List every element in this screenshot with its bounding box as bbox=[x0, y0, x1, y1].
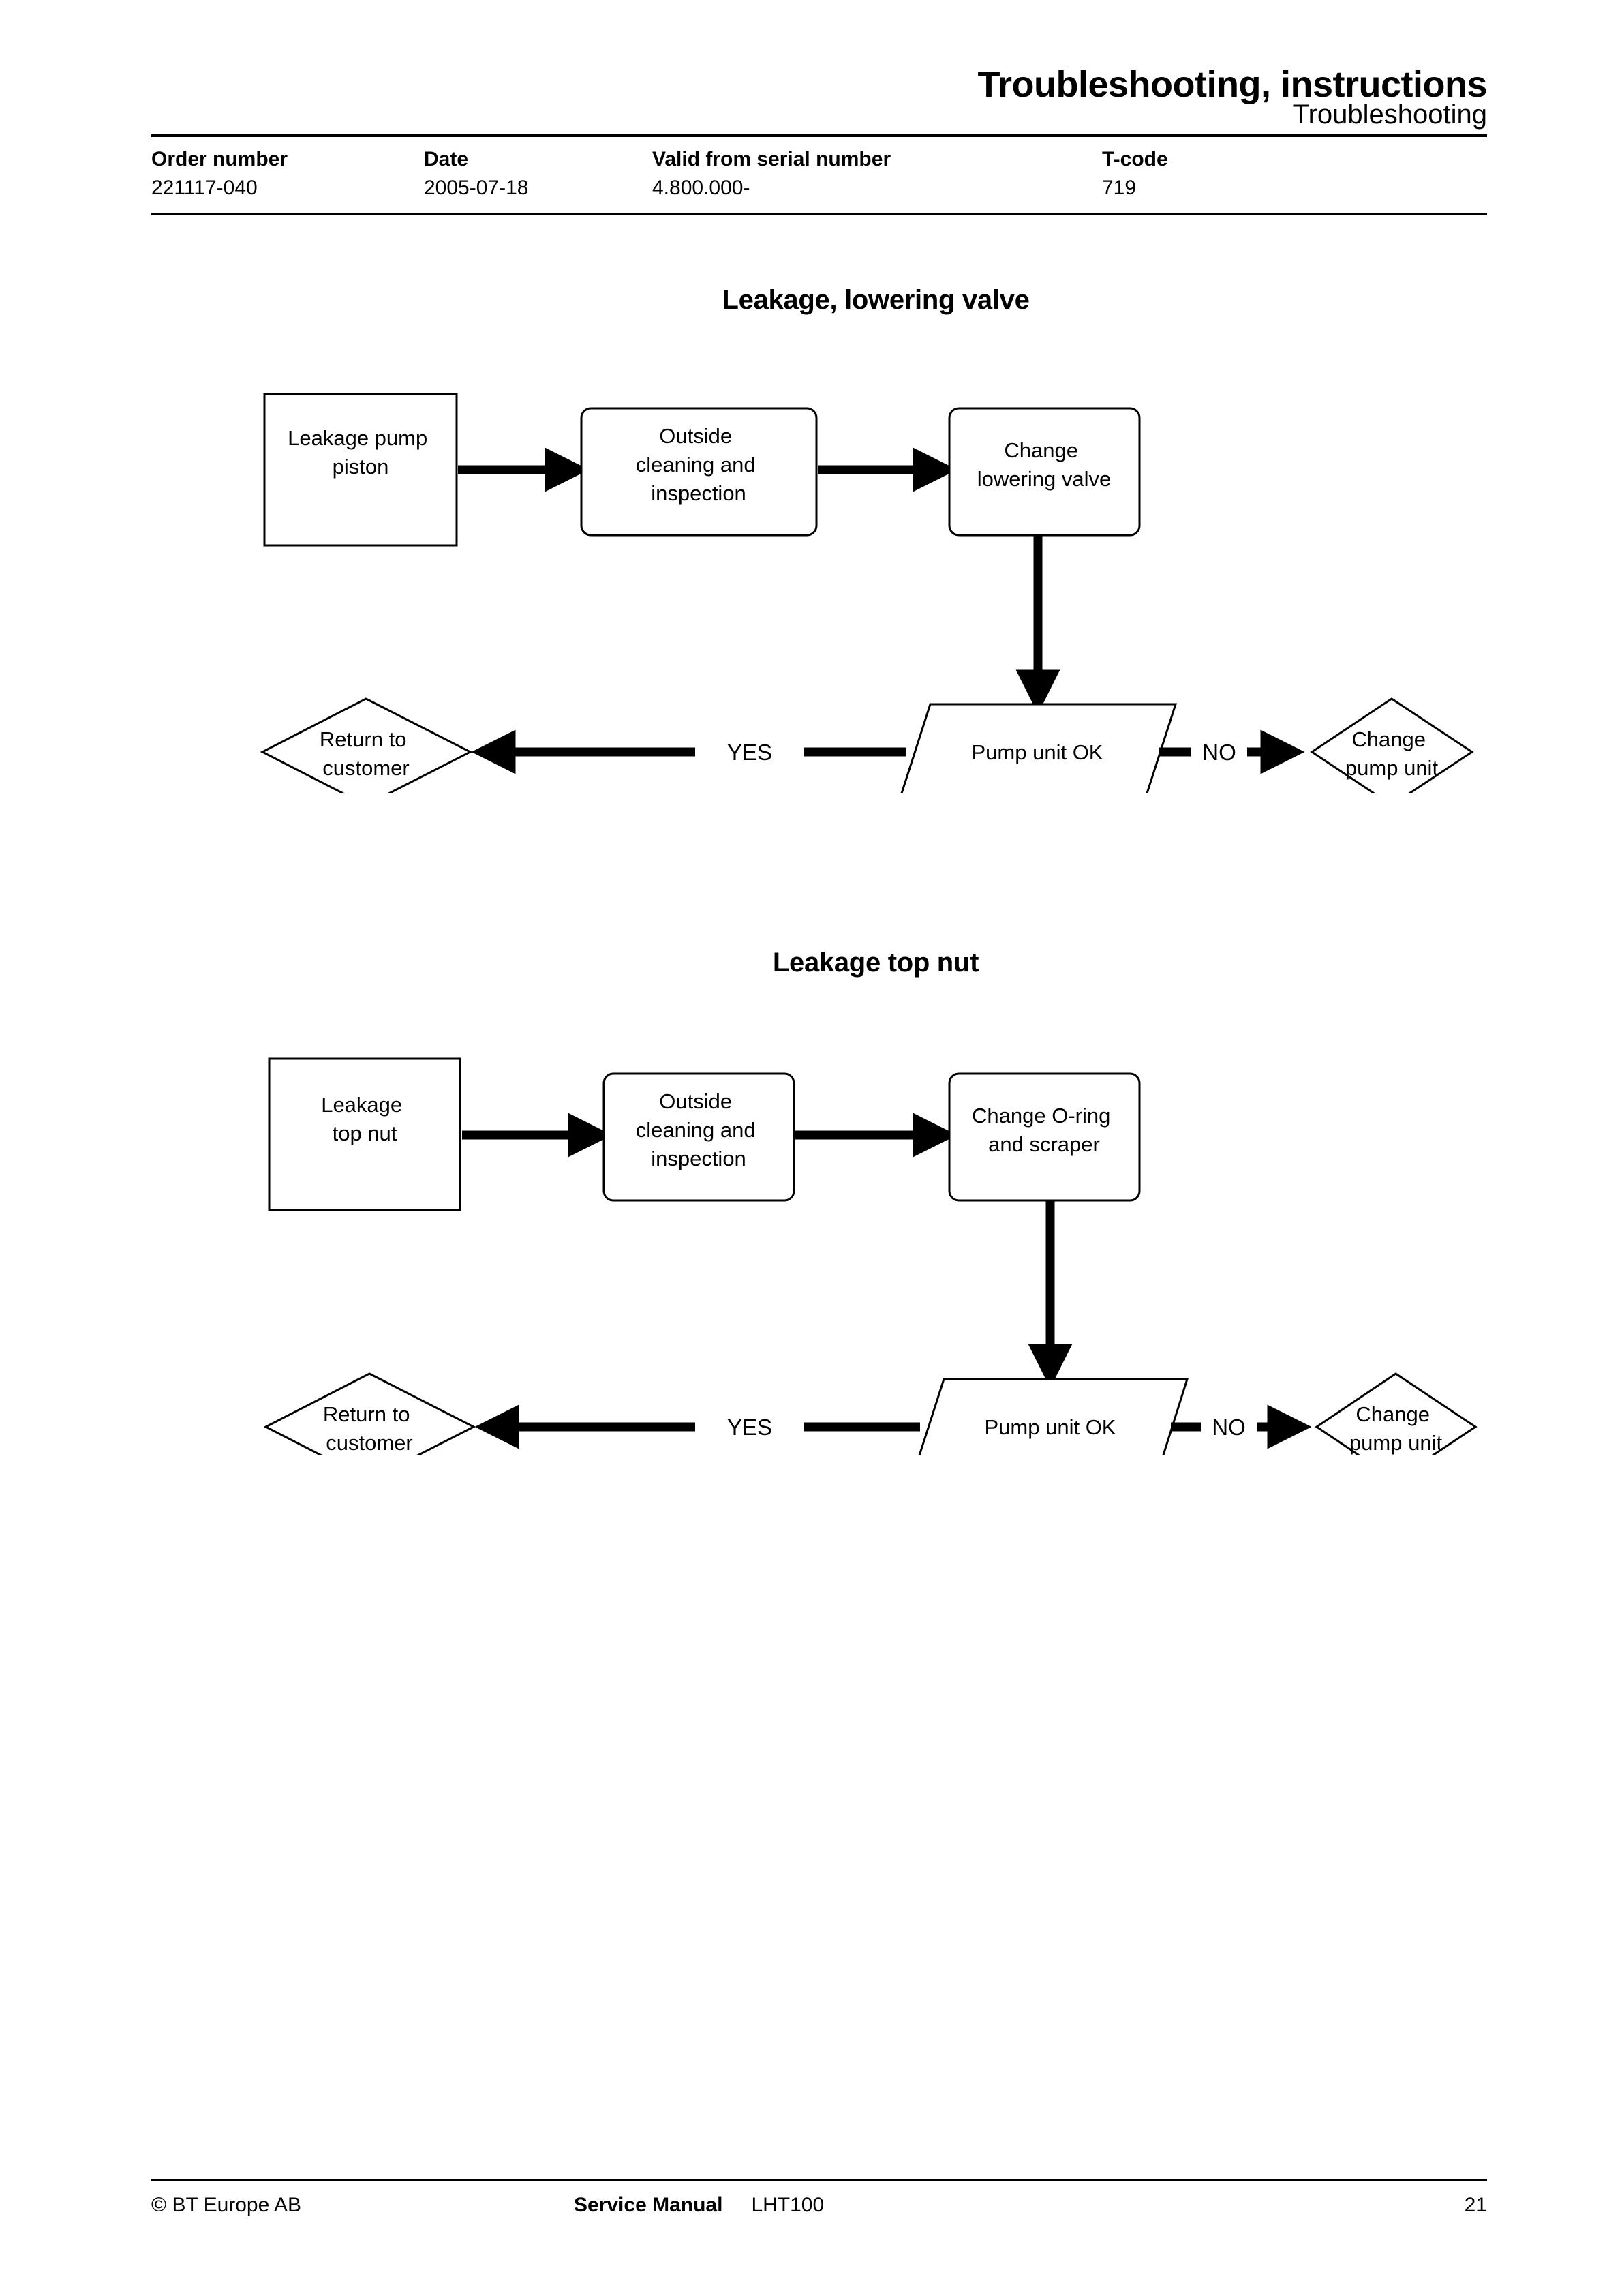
page-footer: © BT Europe AB Service Manual LHT100 21 bbox=[151, 2179, 1487, 2217]
footer-manual-label: Service Manual bbox=[574, 2194, 723, 2216]
flowchart-diagram-2: Leakage top nut Outside cleaning and ins… bbox=[263, 1057, 1478, 1455]
node-step1-1-label: Outside cleaning and inspection bbox=[636, 424, 761, 505]
node-step1-2-label: Outside cleaning and inspection bbox=[636, 1089, 761, 1170]
edge-label-yes-2-backdrop bbox=[695, 1405, 804, 1449]
meta-label-t-code: T-code bbox=[1102, 147, 1168, 170]
meta-label-order-number: Order number bbox=[151, 147, 288, 170]
flowchart-leakage-top-nut: Leakage top nut Leakage top nut Outside … bbox=[0, 948, 1622, 1455]
edge-label-yes-1-backdrop bbox=[695, 730, 804, 774]
edge-label-no-2: NO bbox=[1212, 1415, 1246, 1440]
node-step1-2 bbox=[602, 1072, 795, 1202]
meta-label-serial-number: Valid from serial number bbox=[652, 147, 891, 170]
node-step1-1 bbox=[580, 407, 818, 537]
node-decision-2 bbox=[918, 1378, 1189, 1455]
node-yes-target-2 bbox=[263, 1372, 476, 1455]
meta-header-row: Order number Date Valid from serial numb… bbox=[151, 137, 1487, 175]
node-step2-2 bbox=[948, 1072, 1141, 1202]
node-decision-2-label: Pump unit OK bbox=[985, 1415, 1116, 1439]
document-subtitle: Troubleshooting bbox=[1292, 99, 1487, 130]
edge-label-no-1-backdrop bbox=[1191, 731, 1247, 772]
footer-rule bbox=[151, 2179, 1487, 2181]
node-no-target-2-label: Change pump unit bbox=[1349, 1402, 1443, 1455]
footer-model-label: LHT100 bbox=[751, 2194, 825, 2216]
node-yes-target-1-label: Return to customer bbox=[320, 727, 412, 780]
flowchart-diagram-1: Leakage pump piston Outside cleaning and… bbox=[260, 393, 1474, 793]
flowchart-leakage-lowering-valve: Leakage, lowering valve Leakage pump pis… bbox=[0, 285, 1622, 793]
node-no-target-1-label: Change pump unit bbox=[1345, 727, 1439, 780]
edge-label-no-1: NO bbox=[1202, 740, 1236, 765]
node-step2-1-label: Change lowering valve bbox=[977, 438, 1111, 491]
node-step2-1 bbox=[948, 407, 1141, 537]
edge-label-no-2-backdrop bbox=[1201, 1406, 1257, 1447]
node-start-2 bbox=[268, 1057, 461, 1211]
meta-value-t-code: 719 bbox=[1102, 177, 1137, 200]
node-no-target-1 bbox=[1310, 697, 1474, 793]
node-yes-target-1 bbox=[260, 697, 473, 793]
node-step2-2-label: Change O-ring and scraper bbox=[972, 1104, 1116, 1156]
edge-label-yes-1: YES bbox=[727, 740, 772, 765]
header-rule-bottom bbox=[151, 212, 1487, 215]
footer-copyright: © BT Europe AB bbox=[151, 2194, 302, 2216]
meta-value-order-number: 221117-040 bbox=[151, 177, 258, 200]
meta-label-date: Date bbox=[424, 147, 469, 170]
page-header: Troubleshooting, instructions Troublesho… bbox=[151, 64, 1488, 215]
document-title: Troubleshooting, instructions bbox=[977, 64, 1488, 105]
node-decision-1-label: Pump unit OK bbox=[972, 740, 1103, 764]
footer-page-number: 21 bbox=[1464, 2194, 1487, 2216]
node-decision-1 bbox=[900, 703, 1178, 793]
node-start-1 bbox=[263, 393, 458, 547]
node-start-1-label: Leakage pump piston bbox=[288, 426, 433, 479]
node-start-2-label: Leakage top nut bbox=[321, 1093, 408, 1145]
flowchart-title-2: Leakage top nut bbox=[772, 948, 979, 978]
footer-row: © BT Europe AB Service Manual LHT100 21 bbox=[151, 2181, 1487, 2217]
document-meta-table: Order number Date Valid from serial numb… bbox=[151, 137, 1487, 213]
meta-value-row: 221117-040 2005-07-18 4.800.000- 719 bbox=[151, 174, 1487, 213]
header-rule-top bbox=[151, 134, 1487, 137]
meta-value-date: 2005-07-18 bbox=[424, 177, 529, 200]
node-no-target-2 bbox=[1315, 1372, 1478, 1455]
edge-label-yes-2: YES bbox=[727, 1415, 772, 1440]
meta-value-serial-number: 4.800.000- bbox=[652, 177, 750, 200]
flowchart-title-1: Leakage, lowering valve bbox=[722, 285, 1030, 315]
node-yes-target-2-label: Return to customer bbox=[323, 1402, 416, 1455]
